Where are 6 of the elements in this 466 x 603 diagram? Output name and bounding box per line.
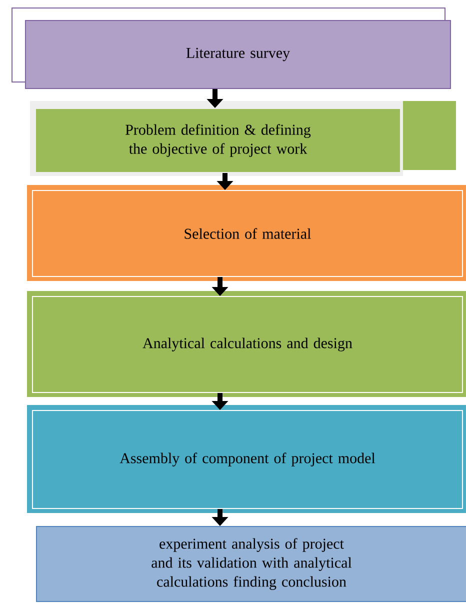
process-box: experiment analysis of project and its validation with analytical calculations finding conclusion [36,526,466,602]
process-box: Literature survey [12,8,451,89]
process-box: Analytical calculations and design [27,291,466,397]
process-box: Assembly of component of project model [27,405,466,513]
process-box: Problem definition & defining the objective of project work [30,101,456,176]
process-box: Selection of material [27,185,466,281]
